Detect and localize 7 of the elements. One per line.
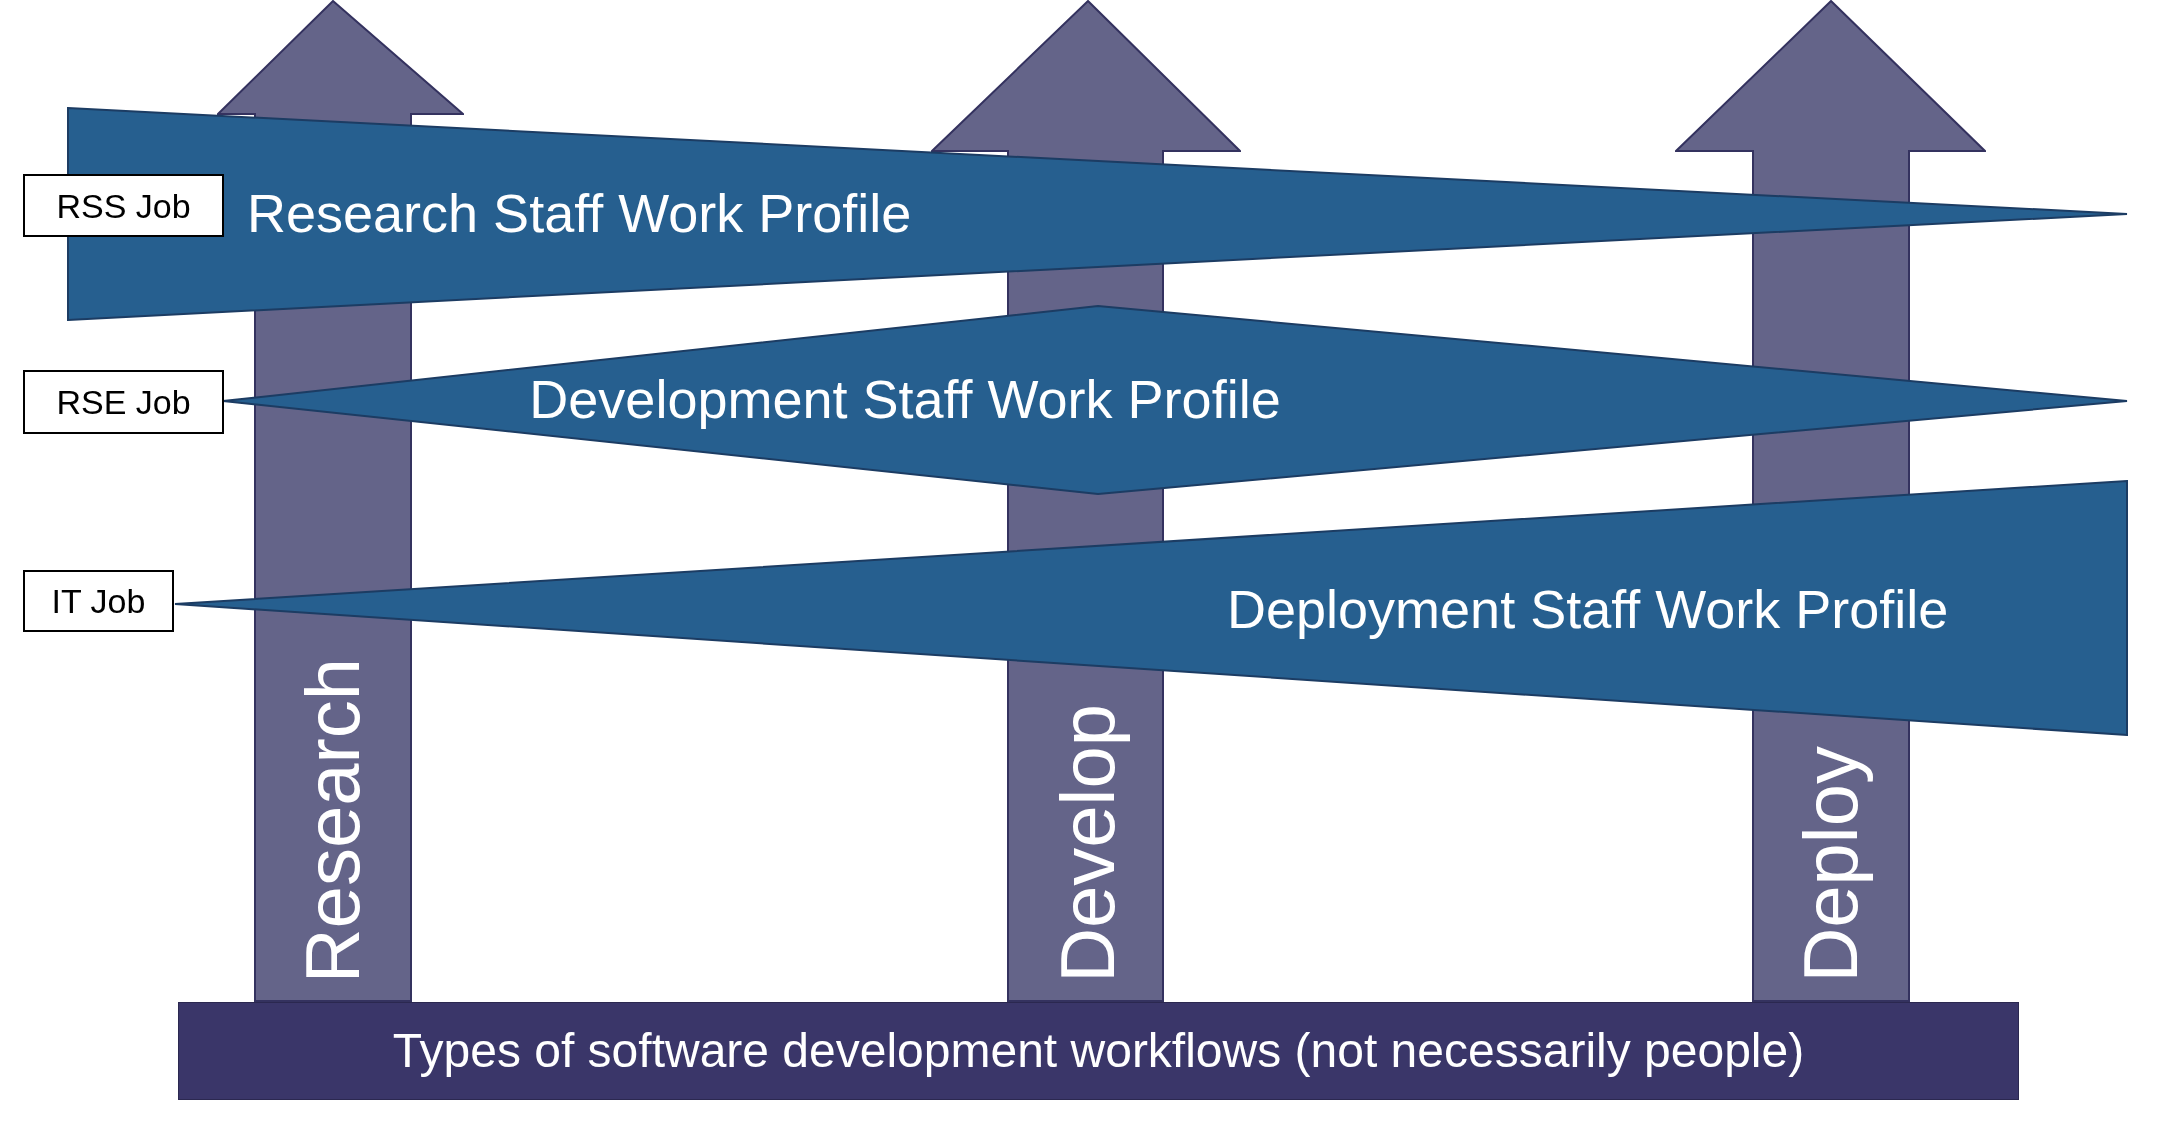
diamond-banner xyxy=(222,305,2128,495)
profile-title: Research Staff Work Profile xyxy=(247,186,912,240)
job-label-box: RSE Job xyxy=(23,370,224,434)
job-label-box: IT Job xyxy=(23,570,174,632)
vertical-label: Research xyxy=(295,657,371,983)
job-label-box: RSS Job xyxy=(23,174,224,237)
footer-band: Types of software development workflows (not necessarily people) xyxy=(178,1002,2019,1100)
